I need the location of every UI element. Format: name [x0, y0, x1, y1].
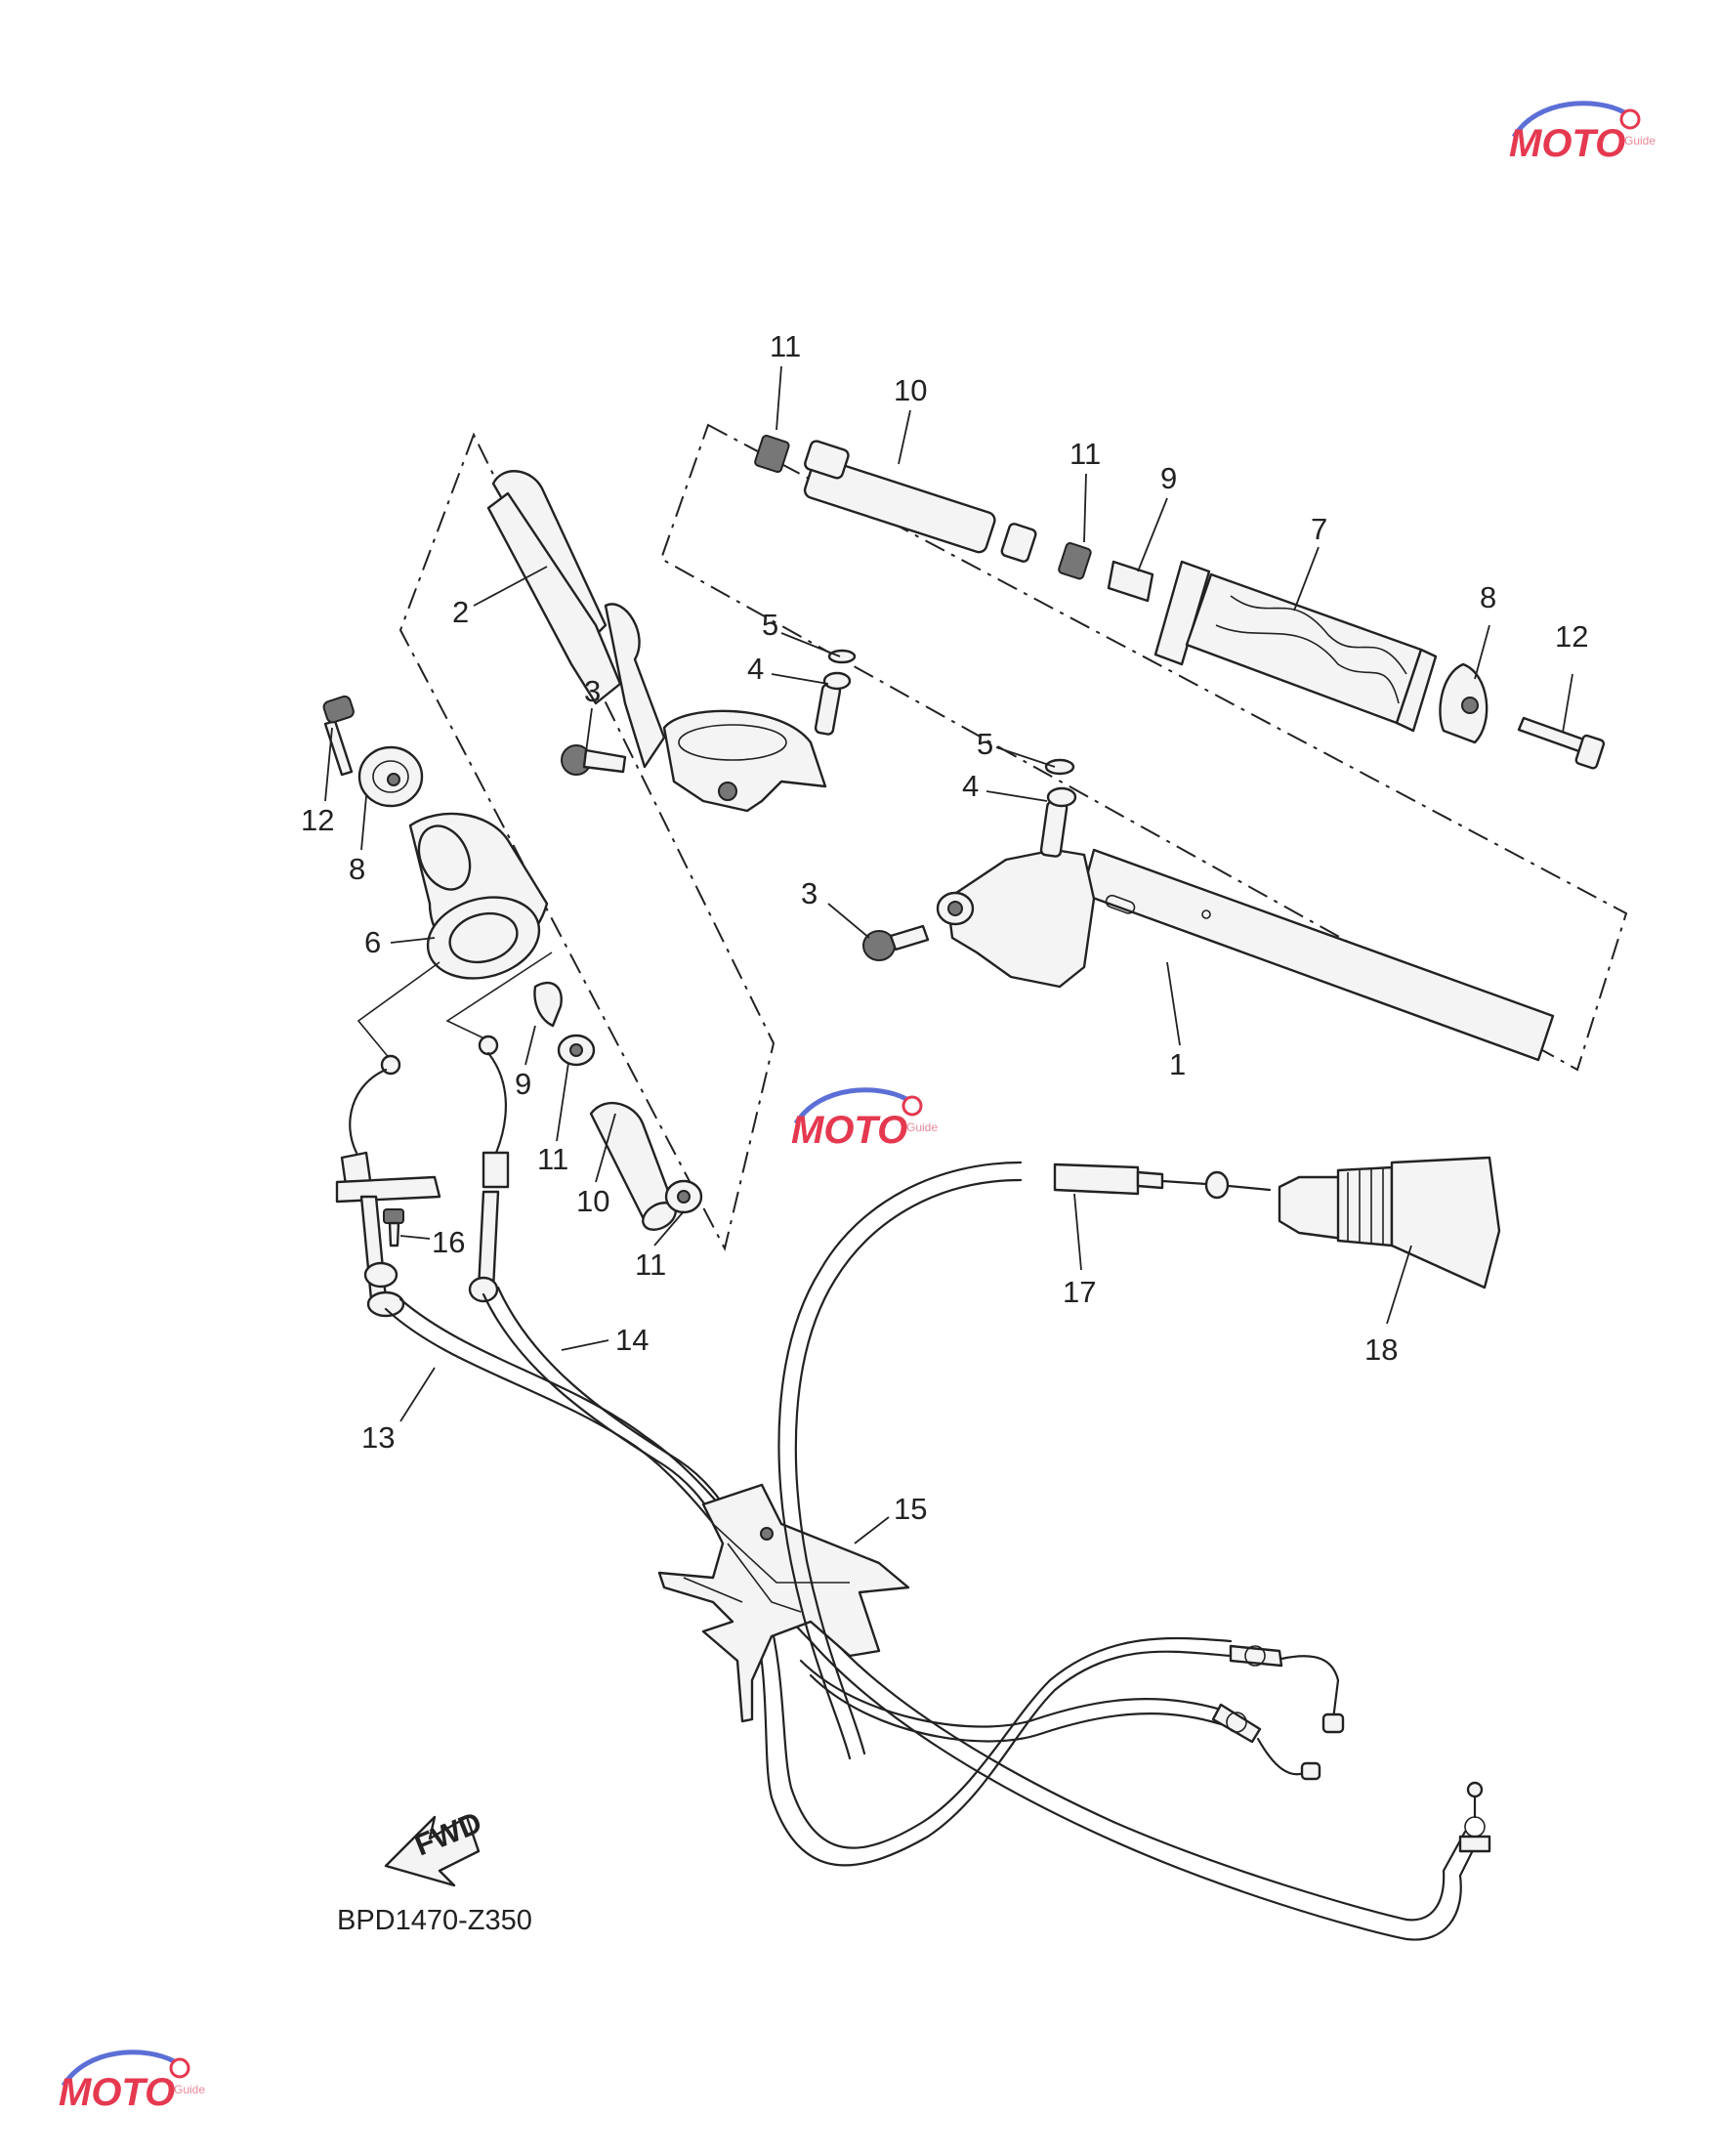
watermark-text: MOTO	[59, 2071, 175, 2114]
callout-4: 4	[962, 769, 979, 803]
screw-left-end	[322, 695, 355, 777]
callout-2: 2	[452, 595, 469, 629]
diagram-code: BPD1470-Z350	[337, 1905, 532, 1936]
callout-7: 7	[1311, 512, 1327, 546]
callout-14: 14	[615, 1323, 649, 1357]
left-handlebar	[486, 470, 827, 813]
callout-10: 10	[576, 1184, 609, 1218]
cable-guide-bracket	[657, 1483, 910, 1723]
callout-10: 10	[894, 373, 927, 407]
end-cap-right	[1439, 662, 1488, 744]
callout-4: 4	[747, 652, 764, 686]
bolt-right	[862, 924, 930, 961]
watermark-text: MOTO	[1509, 122, 1625, 165]
callout-11: 11	[537, 1142, 568, 1176]
watermark-top-right: MOTO Guide	[1509, 101, 1656, 165]
nut-upper-right	[1058, 542, 1092, 580]
watermark-subtext: Guide	[174, 2083, 205, 2096]
callout-8: 8	[1480, 580, 1496, 614]
callout-18: 18	[1364, 1332, 1398, 1367]
callout-15: 15	[894, 1492, 927, 1526]
callout-3: 3	[584, 674, 601, 708]
callout-11: 11	[635, 1247, 666, 1282]
nut-upper-left	[754, 435, 790, 474]
callout-5: 5	[977, 727, 993, 761]
watermark-text: MOTO	[791, 1109, 907, 1152]
clip-right	[1107, 560, 1154, 603]
left-handlebar-assembly-boundary	[398, 432, 776, 1251]
right-grip	[1153, 560, 1438, 733]
clip-left	[533, 981, 563, 1028]
callout-11: 11	[1069, 437, 1101, 471]
watermark-center: MOTO Guide	[791, 1087, 938, 1152]
callout-16: 16	[432, 1225, 465, 1259]
throttle-cable-assembly	[335, 1035, 1491, 1941]
callout-9: 9	[1160, 461, 1177, 495]
callout-11: 11	[770, 329, 801, 363]
callout-8: 8	[349, 852, 365, 886]
watermark-subtext: Guide	[1624, 134, 1656, 148]
callout-labels: 11 10 11 9 7 8 12 2 5 4 3 5 4 3 1 12 8 6…	[301, 329, 1588, 1526]
bar-end-weight-upper	[803, 440, 1037, 563]
callout-6: 6	[364, 925, 381, 959]
clutch-lever-cover	[1278, 1156, 1501, 1289]
callout-12: 12	[1555, 619, 1588, 654]
throttle-grip-left	[408, 812, 549, 980]
forward-direction-arrow: FWD	[384, 1805, 486, 1887]
callout-13: 13	[361, 1420, 395, 1455]
connector-line-a	[356, 961, 440, 1061]
screw-left-mount	[814, 671, 852, 736]
nut-lower	[557, 1034, 596, 1067]
end-cap-left	[357, 745, 424, 808]
screw-right	[1517, 716, 1606, 770]
callout-1: 1	[1169, 1047, 1186, 1081]
right-handlebar-assembly-boundary	[659, 423, 1628, 1072]
right-handlebar	[936, 848, 1555, 1062]
callout-9: 9	[515, 1067, 531, 1101]
nut-bottom	[664, 1179, 703, 1214]
callout-5: 5	[762, 608, 778, 642]
bolt-left	[561, 744, 627, 776]
cable-screw	[383, 1208, 404, 1247]
watermark-bottom-left: MOTO Guide	[59, 2050, 205, 2114]
watermark-subtext: Guide	[906, 1120, 938, 1134]
screw-right-mount	[1039, 786, 1077, 858]
connector-line-b	[445, 951, 553, 1041]
callout-17: 17	[1063, 1275, 1096, 1309]
leader-lines	[324, 365, 1573, 1544]
clutch-cable	[777, 1161, 1272, 1760]
washer-right-mount	[1044, 758, 1075, 776]
callout-12: 12	[301, 803, 334, 837]
washer-left-mount	[827, 649, 857, 664]
callout-3: 3	[801, 876, 818, 910]
